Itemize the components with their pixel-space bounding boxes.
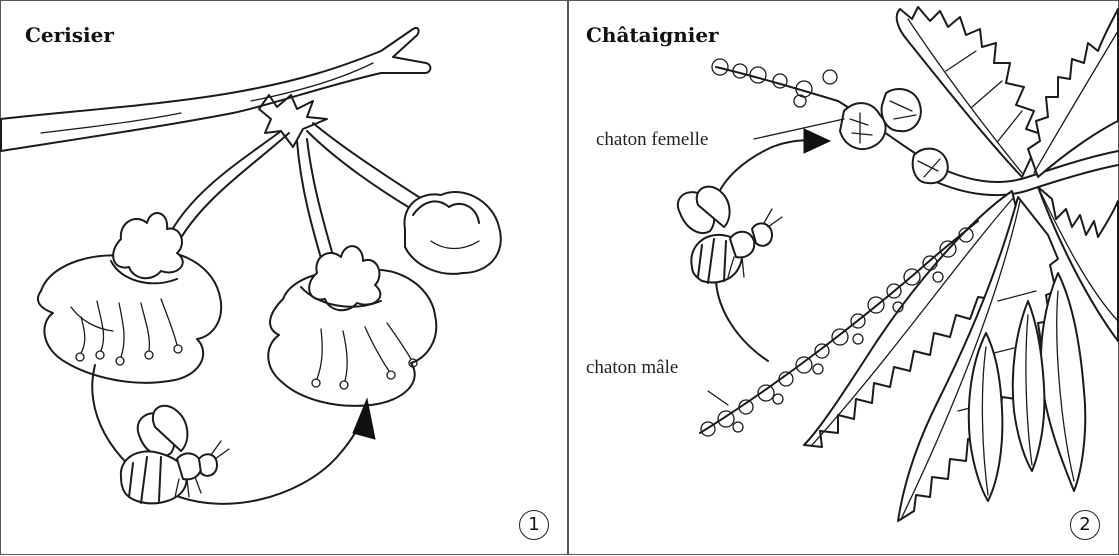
female-catkin [712,59,948,183]
panel-title-chataignier: Châtaignier [586,23,719,47]
male-catkin-hanging-1 [1041,273,1085,491]
leader-male [708,391,728,405]
label-chaton-male: chaton mâle [584,357,680,379]
female-catkin-axis [716,67,838,101]
bee-left [121,406,229,504]
cherry-stem-right [307,131,415,211]
cherry-bud-right [404,192,500,274]
arrowhead-right [804,129,830,153]
cherry-illustration [1,1,567,556]
leader-female [754,119,844,139]
panel-number-2: 2 [1070,510,1100,540]
cherry-flower-middle [268,246,436,406]
panel-cerisier: Cerisier 1 [1,1,567,554]
cherry-stem-left [167,131,281,239]
panel-title-cerisier: Cerisier [25,23,114,47]
panel-number-1: 1 [519,510,549,540]
chestnut-illustration [568,1,1118,556]
cherry-flower-left [38,213,221,383]
label-chaton-femelle: chaton femelle [594,129,710,151]
bee-right [678,187,782,283]
panel-chataignier: Châtaignier chaton femelle chaton mâle 2 [568,1,1118,554]
